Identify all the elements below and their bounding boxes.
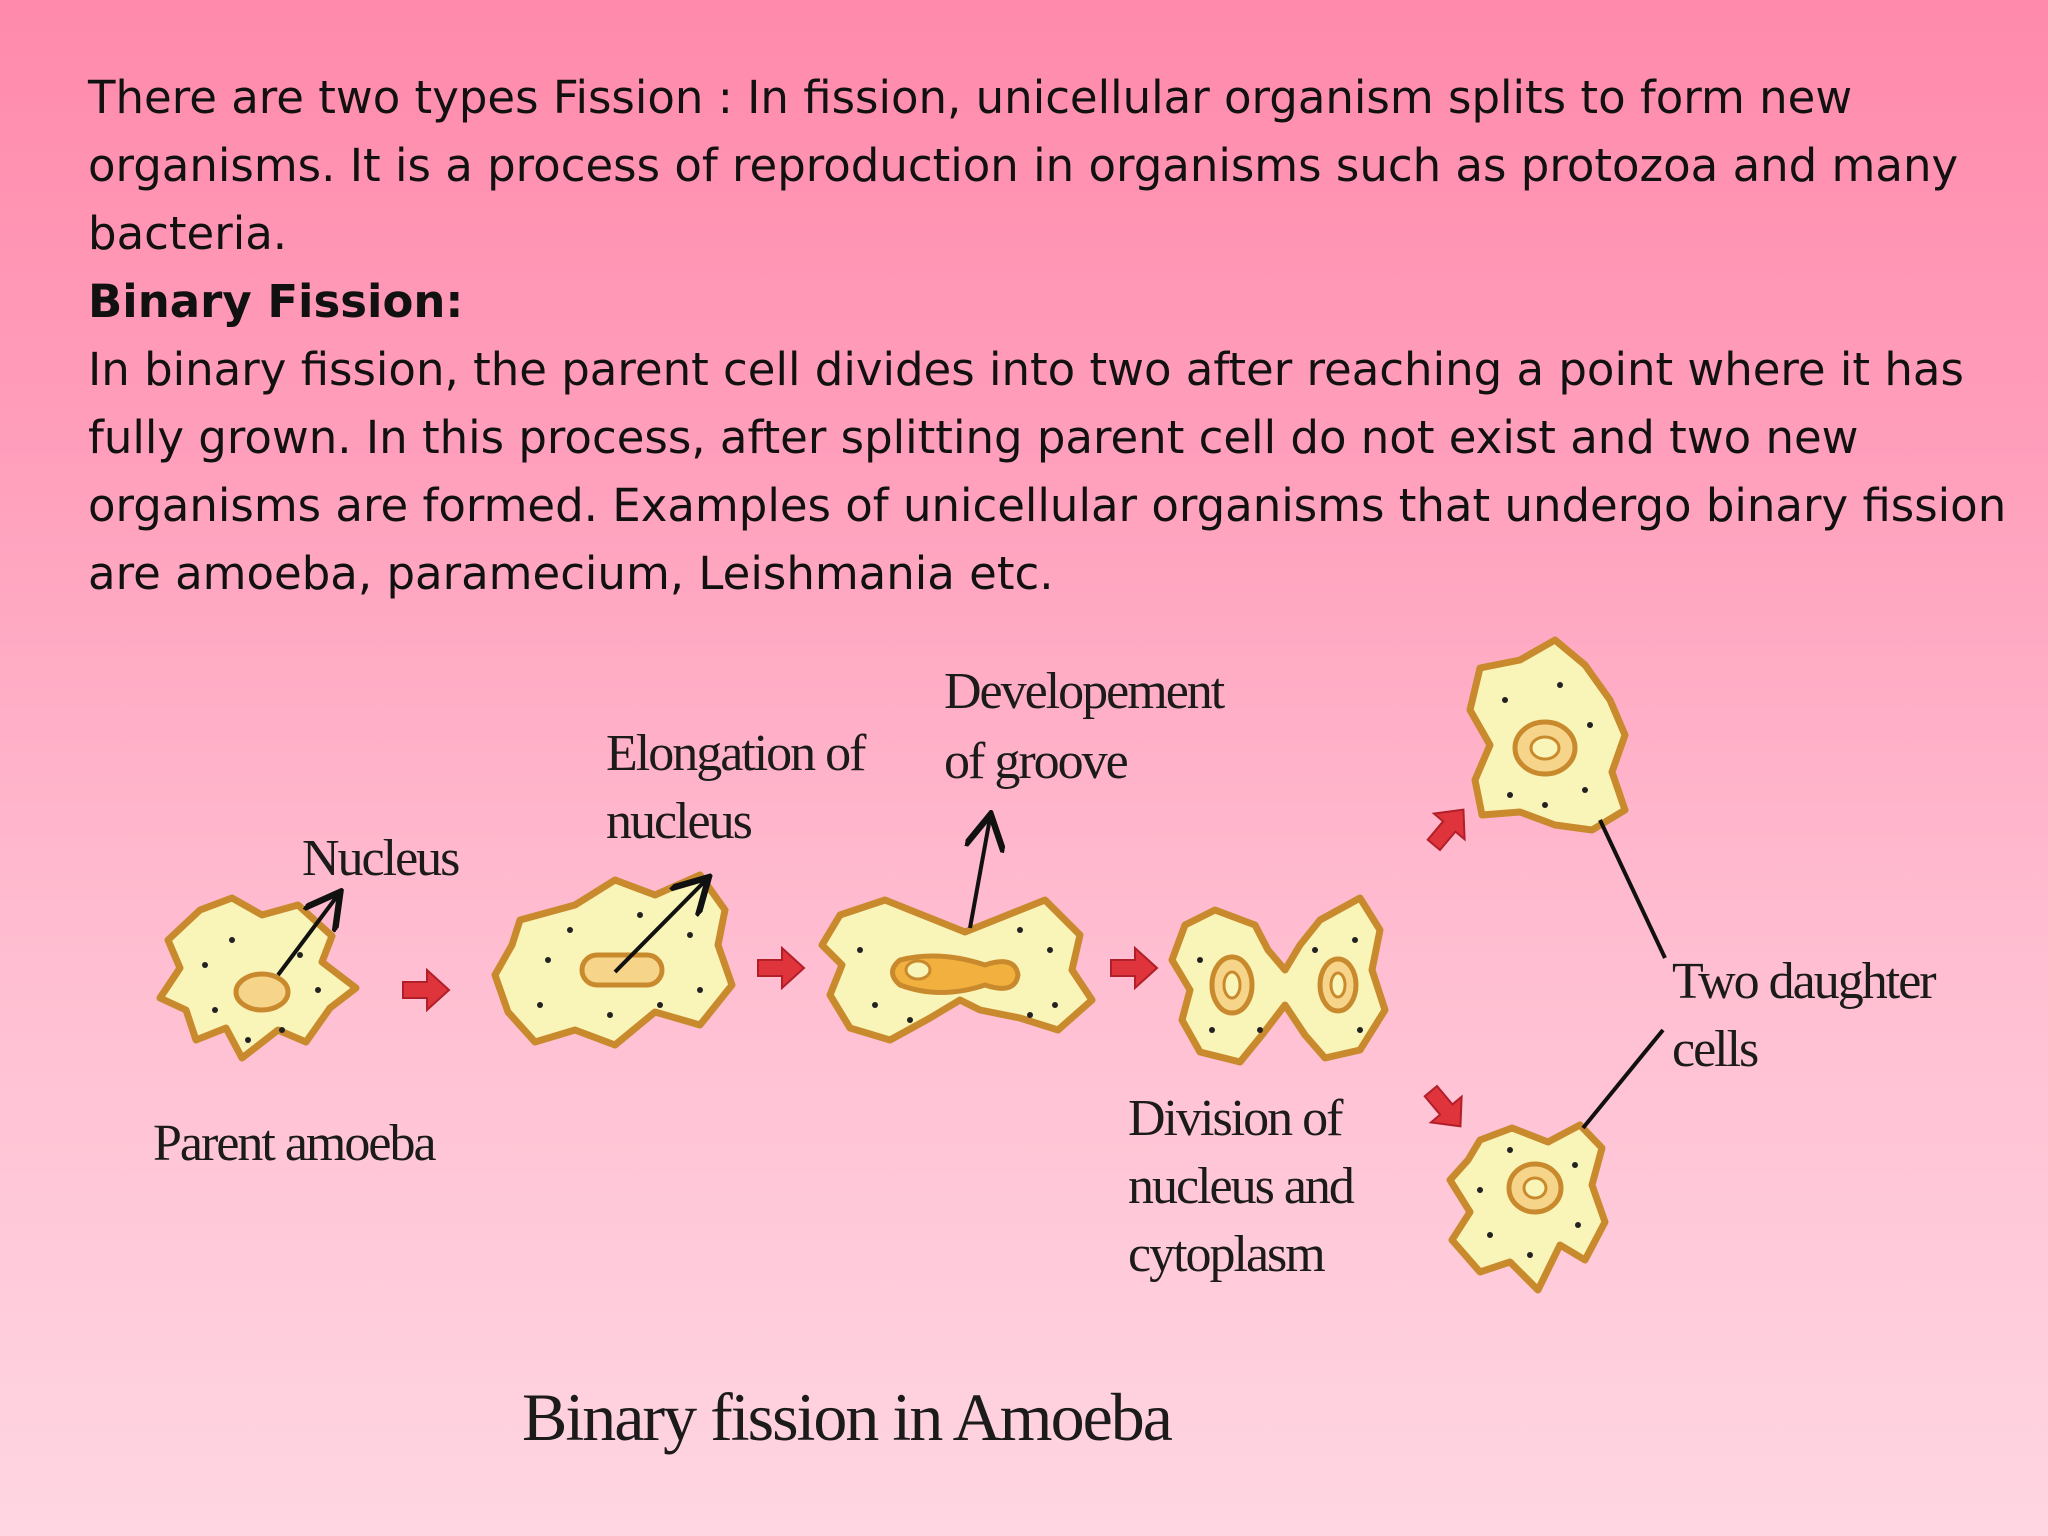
label-division-line2: nucleus and bbox=[1128, 1158, 1355, 1215]
label-elongation-line1: Elongation of bbox=[606, 725, 867, 782]
daughter-cell-top bbox=[1466, 636, 1629, 834]
label-daughters-line1: Two daughter bbox=[1672, 953, 1936, 1010]
step-arrow-3 bbox=[1110, 947, 1158, 989]
groove-pointer bbox=[970, 818, 990, 929]
label-elongation-line2: nucleus bbox=[606, 793, 752, 850]
label-groove-line1: Developement bbox=[944, 663, 1226, 720]
label-groove-line2: of groove bbox=[944, 733, 1128, 790]
nucleus-pointer bbox=[276, 895, 338, 977]
binary-fission-paragraph: In binary fission, the parent cell divid… bbox=[88, 343, 2007, 600]
step-arrow-2 bbox=[757, 947, 805, 989]
daughter-pointer-bottom bbox=[1581, 1028, 1665, 1130]
daughter-pointer-top bbox=[1598, 819, 1667, 959]
elongation-stage-cell bbox=[491, 871, 736, 1049]
label-division-line3: cytoplasm bbox=[1128, 1226, 1325, 1283]
label-division-line1: Division of bbox=[1128, 1090, 1344, 1147]
groove-stage-cell bbox=[818, 896, 1096, 1044]
elongated-nucleus bbox=[579, 952, 665, 988]
label-daughters-line2: cells bbox=[1672, 1021, 1758, 1078]
elongation-pointer bbox=[613, 880, 706, 974]
step-arrow-down bbox=[1414, 1077, 1477, 1141]
diagram-caption: Binary fission in Amoeba bbox=[522, 1379, 1173, 1455]
binary-fission-heading: Binary Fission: bbox=[88, 275, 464, 328]
intro-text: There are two types Fission : In fission… bbox=[88, 64, 2008, 608]
step-arrow-up bbox=[1417, 795, 1480, 859]
step-arrow-1 bbox=[402, 969, 450, 1011]
division-stage-cell bbox=[1168, 894, 1389, 1066]
intro-paragraph: There are two types Fission : In fission… bbox=[88, 71, 1959, 260]
parent-amoeba bbox=[156, 894, 360, 1062]
nucleus bbox=[233, 971, 291, 1013]
daughter-cell-bottom bbox=[1446, 1121, 1609, 1294]
label-nucleus: Nucleus bbox=[302, 830, 459, 887]
label-parent-amoeba: Parent amoeba bbox=[153, 1115, 436, 1172]
